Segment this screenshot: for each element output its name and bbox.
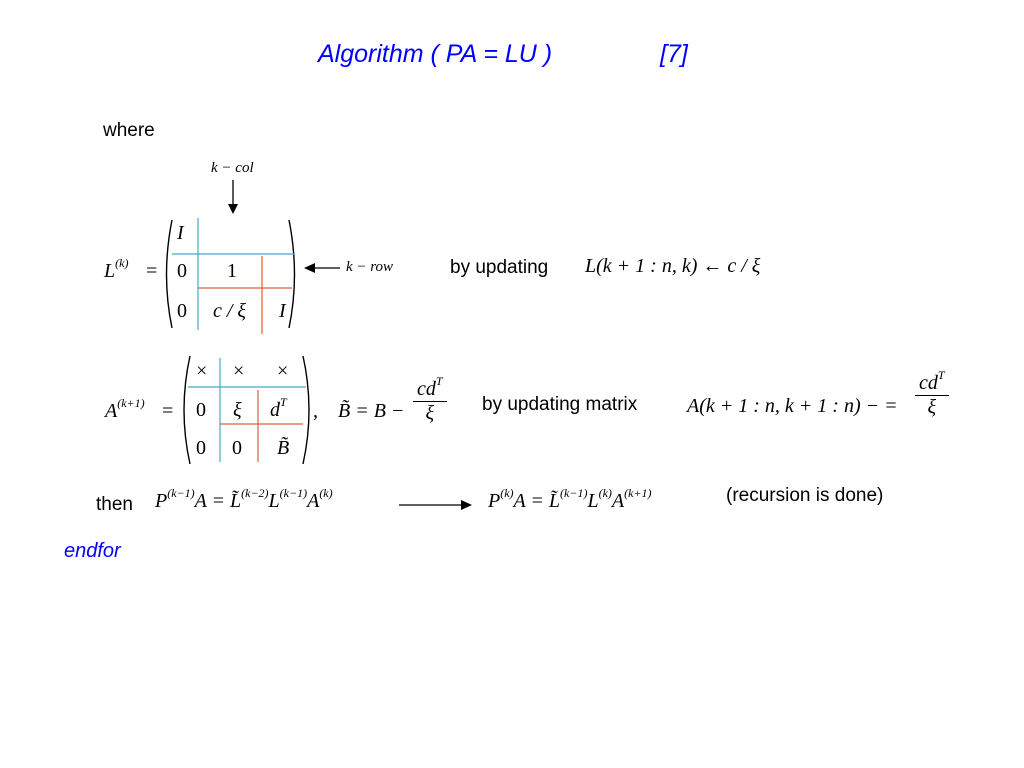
A-cell-B-tilde: B̃ <box>277 437 290 459</box>
L-cell-zero-bottom: 0 <box>177 300 187 322</box>
then-label: then <box>96 494 133 515</box>
A-comma: , <box>313 400 318 422</box>
B-update-fraction: cdT ξ <box>413 374 447 425</box>
k-row-label: k − row <box>346 259 394 275</box>
L-matrix-lhs: L(k) <box>104 256 129 282</box>
L-cell-zero-mid: 0 <box>177 260 187 282</box>
permutation-equation-right: P(k)A = L̃(k−1)L(k)A(k+1) <box>488 486 652 512</box>
L-cell-c-over-xi: c / ξ <box>213 300 246 322</box>
L-cell-identity-bottom: I <box>279 300 286 322</box>
down-arrow-icon <box>228 180 238 214</box>
update-A-fraction: cdT ξ <box>915 368 949 419</box>
A-cell-times-3: × <box>277 360 289 382</box>
A-matrix-lhs: A(k+1) <box>105 396 145 422</box>
page-title: Algorithm ( PA = LU ) <box>318 40 553 68</box>
L-matrix-brackets <box>165 218 296 334</box>
A-cell-times-2: × <box>233 360 245 382</box>
where-label: where <box>103 120 155 141</box>
update-L-formula: L(k + 1 : n, k) ← c / ξ <box>585 255 761 277</box>
endfor-label: endfor <box>64 540 121 562</box>
update-A-formula: A(k + 1 : n, k + 1 : n) − = <box>687 395 898 417</box>
A-equals: = <box>162 400 174 422</box>
permutation-equation-left: P(k−1)A = L̃(k−2)L(k−1)A(k) <box>155 486 333 512</box>
by-updating-matrix-label: by updating matrix <box>482 394 638 415</box>
A-cell-times-1: × <box>196 360 208 382</box>
L-cell-one: 1 <box>227 260 237 282</box>
A-matrix-brackets <box>183 355 310 465</box>
A-cell-zero-mid: 0 <box>196 399 206 421</box>
by-updating-label: by updating <box>450 257 549 278</box>
B-update-lhs: B̃ = B − <box>338 400 405 422</box>
left-arrow-icon <box>304 263 340 273</box>
reference-tag: [7] <box>660 40 688 68</box>
L-cell-identity-top: I <box>177 222 184 244</box>
k-col-label: k − col <box>211 160 254 176</box>
right-arrow-icon <box>399 500 472 510</box>
recursion-note: (recursion is done) <box>726 485 884 506</box>
A-cell-d-transpose: dT <box>270 395 287 421</box>
A-cell-xi: ξ <box>233 399 242 421</box>
A-cell-zero-bottom-2: 0 <box>232 437 242 459</box>
A-cell-zero-bottom-1: 0 <box>196 437 206 459</box>
L-equals: = <box>146 260 158 282</box>
